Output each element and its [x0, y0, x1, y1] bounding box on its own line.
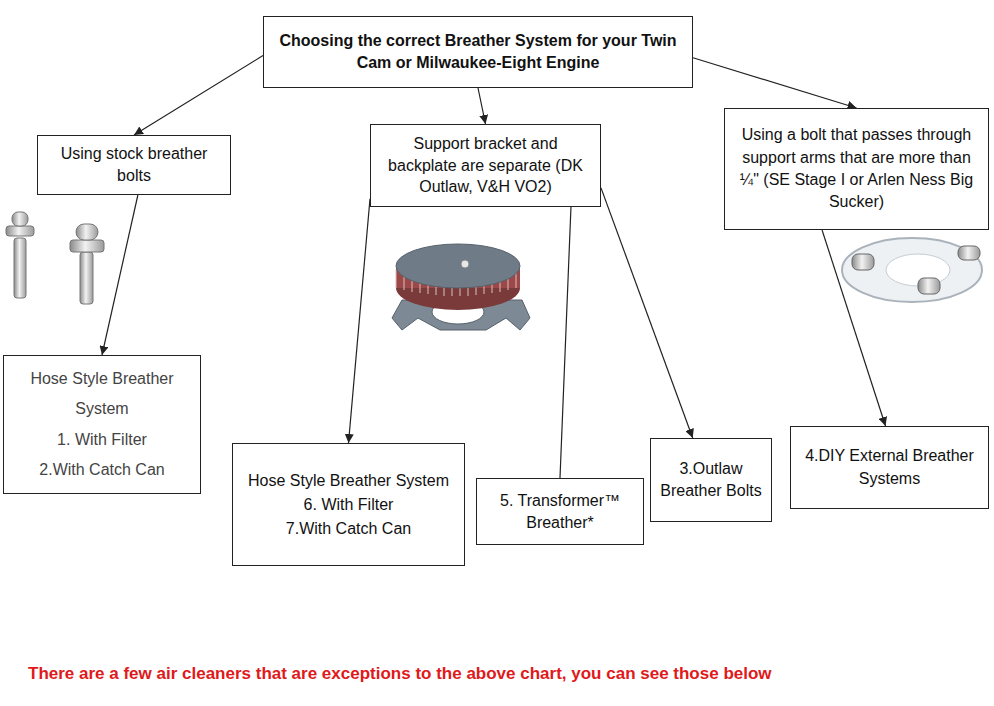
note-text: There are a few air cleaners that are ex… [28, 664, 978, 684]
connector-arrow [560, 207, 571, 478]
connector-arrow [134, 56, 263, 135]
connector-arrow [693, 58, 857, 108]
connector-arrow [102, 195, 138, 355]
process-box: 4.DIY External Breather Systems [790, 426, 989, 509]
process-box: 5. Transformer™ Breather* [476, 478, 644, 545]
connector-arrow [478, 88, 486, 124]
box-text: 4.DIY External Breather Systems [799, 445, 980, 490]
clear-backplate [842, 238, 982, 302]
box-text: Support bracket and backplate are separa… [379, 133, 592, 198]
box-text: Hose Style Breather System [12, 364, 192, 425]
process-box: Support bracket and backplate are separa… [370, 124, 601, 207]
box-text: Using a bolt that passes through support… [733, 124, 980, 214]
box-text: Choosing the correct Breather System for… [272, 30, 684, 73]
stock-breather-bolts [6, 212, 104, 304]
process-box: Choosing the correct Breather System for… [263, 16, 693, 88]
process-box: Hose Style Breather System1. With Filter… [3, 355, 201, 494]
process-box: Using a bolt that passes through support… [724, 108, 989, 230]
box-text: 1. With Filter [57, 425, 147, 455]
connector-arrow [601, 188, 693, 438]
box-text: 2.With Catch Can [39, 455, 164, 485]
box-text: Using stock breather bolts [46, 143, 222, 186]
box-text: 6. With Filter [304, 493, 394, 517]
air-cleaner-with-bracket [392, 244, 530, 330]
connector-arrow [822, 230, 885, 426]
process-box: 3.Outlaw Breather Bolts [650, 438, 772, 522]
connector-arrow [349, 199, 371, 443]
process-box: Hose Style Breather System6. With Filter… [232, 443, 465, 566]
box-text: 3.Outlaw Breather Bolts [659, 458, 763, 503]
box-text: Hose Style Breather System [248, 469, 449, 493]
box-text: 5. Transformer™ Breather* [485, 490, 635, 533]
box-text: 7.With Catch Can [286, 517, 411, 541]
process-box: Using stock breather bolts [37, 135, 231, 195]
